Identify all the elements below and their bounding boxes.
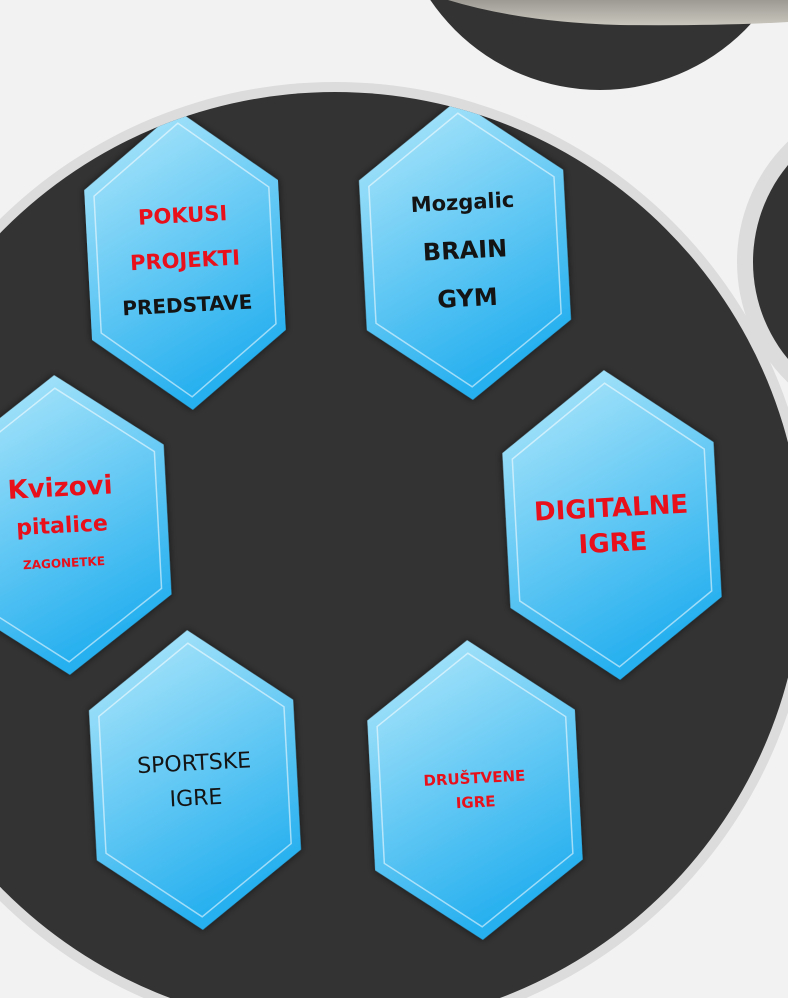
hexagon-label: Mozgalic (410, 188, 515, 217)
hexagon-bevel (98, 642, 292, 918)
hexagon-shape (84, 110, 286, 410)
top-decorative-circle (430, 0, 788, 90)
hexagon-bevel (0, 387, 163, 663)
hexagon-bevel (368, 112, 562, 388)
hexagon-bevel (376, 652, 574, 928)
hexagon-label: PROJEKTI (129, 245, 240, 275)
hexagon-sportske: SPORTSKE IGRE (89, 630, 301, 930)
hexagon-bevel (93, 122, 277, 398)
hexagon-shape (0, 375, 172, 675)
hexagon-shape (367, 640, 583, 940)
hexagon-label: POKUSI (138, 201, 228, 230)
hexagon-label: BRAIN (422, 234, 508, 266)
hexagon-shape (359, 100, 571, 400)
hexagon-label: GYM (437, 283, 499, 314)
hexagon-shape (502, 370, 722, 680)
hexagon-label: IGRE (455, 792, 496, 812)
hexagon-shape (89, 630, 301, 930)
hexagon-label: ZAGONETKE (23, 554, 106, 572)
hexagon-layer: POKUSIPROJEKTIPREDSTAVEMozgalicBRAINGYMK… (0, 100, 722, 940)
hexagon-label: IGRE (578, 527, 648, 561)
hexagon-label: pitalice (16, 511, 109, 541)
right-decorative-circle (737, 141, 788, 383)
hexagon-bevel (511, 382, 713, 668)
hexagon-label: Kvizovi (7, 470, 113, 505)
hexagon-label: IGRE (169, 785, 223, 813)
hexagon-label: SPORTSKE (137, 748, 252, 779)
